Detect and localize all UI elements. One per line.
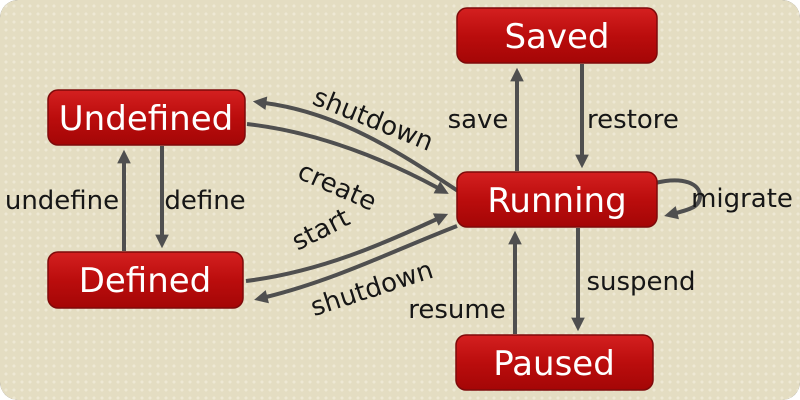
state-defined-box <box>47 251 244 309</box>
states: Undefined Defined Saved Running Paused <box>47 7 658 391</box>
transition-define-label: define <box>164 186 245 216</box>
transition-save-label: save <box>448 105 509 135</box>
transition-undefine-label: undefine <box>5 186 119 216</box>
state-undefined-label: Undefined <box>59 99 233 139</box>
state-defined: Defined <box>47 251 244 309</box>
transition-resume-label: resume <box>408 295 505 325</box>
state-paused-label: Paused <box>493 344 615 384</box>
state-saved-label: Saved <box>504 17 609 57</box>
transition-shutdown-top-arrow <box>252 96 460 193</box>
transition-migrate-arrow <box>654 178 703 220</box>
state-running: Running <box>456 171 658 228</box>
state-running-label: Running <box>487 181 626 221</box>
transition-start-label: start <box>287 203 355 257</box>
state-defined-label: Defined <box>79 261 212 301</box>
transitions <box>117 64 703 334</box>
state-undefined-box <box>47 89 246 146</box>
transition-suspend-label: suspend <box>586 267 695 297</box>
transition-create-arrow <box>246 122 449 194</box>
state-running-box <box>456 171 658 228</box>
transition-migrate-label: migrate <box>691 184 793 214</box>
state-paused: Paused <box>455 334 654 391</box>
transition-restore-label: restore <box>587 105 679 135</box>
state-undefined: Undefined <box>47 89 246 146</box>
transition-shutdown-bottom-arrow <box>254 224 458 304</box>
state-saved: Saved <box>456 7 658 64</box>
state-paused-box <box>455 334 654 391</box>
transition-start-arrow <box>245 213 449 283</box>
state-saved-box <box>456 7 658 64</box>
